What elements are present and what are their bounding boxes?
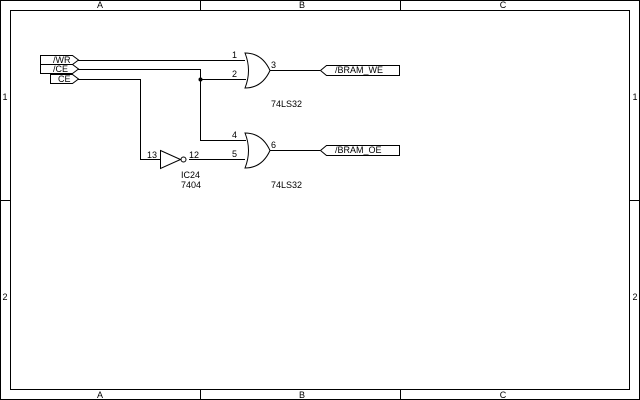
output-port-bram-oe[interactable]: /BRAM_OE: [319, 145, 400, 156]
zone-label-left-2: 2: [2, 292, 7, 302]
zone-label-left-1: 1: [2, 92, 7, 102]
zone-label-right-1: 1: [632, 92, 637, 102]
pin-label: 5: [232, 149, 237, 159]
part-label: 74LS32: [271, 99, 302, 109]
port-flag-shape: [319, 65, 400, 76]
port-label-wr: /WR: [53, 55, 71, 65]
input-port-ce-n[interactable]: /CE: [40, 64, 80, 74]
port-label-ce: CE: [58, 74, 71, 84]
wire-ce-n-branch: [200, 79, 246, 141]
zone-label-right-2: 2: [632, 292, 637, 302]
part-label: 74LS32: [271, 180, 302, 190]
zone-label-top-b: B: [299, 0, 305, 10]
pin-label: 4: [232, 130, 237, 140]
pin-label: 1: [232, 50, 237, 60]
input-port-ce[interactable]: CE: [50, 74, 80, 84]
port-flag-shape: [319, 145, 400, 156]
pin-label: 12: [189, 150, 199, 160]
inverter-gate[interactable]: 13 12 IC24 7404: [147, 149, 201, 190]
input-port-wr[interactable]: /WR: [40, 55, 80, 65]
port-flag-shape: [40, 64, 80, 74]
inverter-bubble: [180, 156, 187, 163]
port-label-ce-n: /CE: [53, 64, 68, 74]
part-label: 7404: [181, 180, 201, 190]
port-flag-shape: [50, 74, 80, 84]
port-flag-shape: [40, 55, 80, 65]
or-gate-bottom[interactable]: 4 5 6 74LS32: [232, 130, 302, 190]
junction-dot: [198, 77, 203, 82]
inverter-symbol: [160, 149, 182, 170]
port-label-bram-oe: /BRAM_OE: [335, 145, 382, 155]
zone-label-bottom-a: A: [97, 390, 103, 400]
port-label-bram-we: /BRAM_WE: [335, 65, 383, 75]
wire-ce: [78, 79, 160, 160]
pin-label: 13: [147, 150, 157, 160]
ref-label: IC24: [181, 170, 200, 180]
pin-label: 3: [271, 60, 276, 70]
pin-label: 6: [271, 140, 276, 150]
wire-ce-n: [78, 69, 246, 80]
or-gate-symbol: [244, 132, 271, 169]
zone-label-bottom-c: C: [500, 390, 507, 400]
zone-label-top-c: C: [500, 0, 507, 10]
pin-label: 2: [232, 69, 237, 79]
zone-label-bottom-b: B: [299, 390, 305, 400]
or-gate-symbol: [244, 52, 271, 89]
output-port-bram-we[interactable]: /BRAM_WE: [319, 65, 400, 76]
zone-label-top-a: A: [97, 0, 103, 10]
inner-border: [10, 10, 630, 390]
wires: [78, 60, 320, 160]
or-gate-top[interactable]: 1 2 3 74LS32: [232, 50, 302, 109]
